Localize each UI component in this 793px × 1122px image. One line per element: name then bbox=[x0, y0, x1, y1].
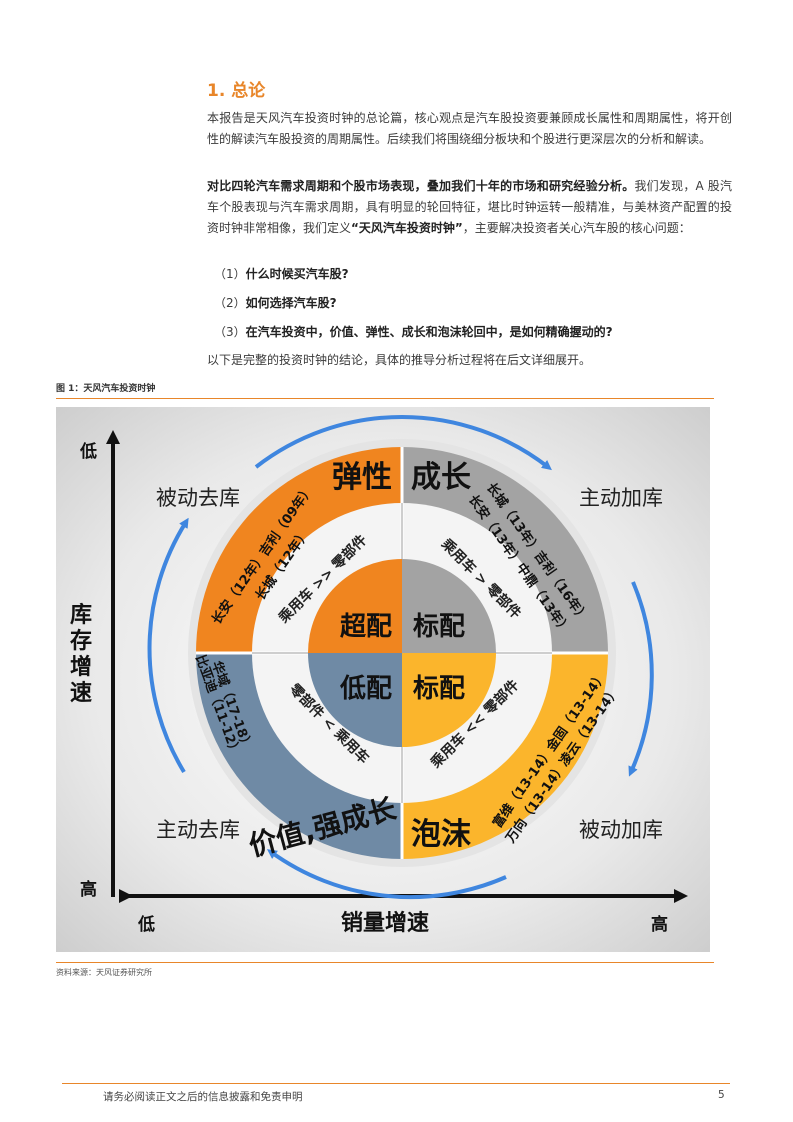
center-standard-top bbox=[402, 559, 496, 653]
center-overweight bbox=[308, 559, 402, 653]
figure-top-rule bbox=[56, 398, 714, 399]
corner-bottom-left: 主动去库 bbox=[156, 818, 240, 842]
corner-bottom-right: 被动加库 bbox=[579, 818, 663, 842]
y-axis-label: 库 存 增 速 bbox=[70, 603, 92, 706]
investment-clock-figure: 低 高 低 高 销量增速 库 存 增 速 被动去库 主动加库 主动去库 被动加库… bbox=[56, 407, 710, 952]
quadrant-title-growth: 成长 bbox=[411, 460, 471, 495]
findings-body-a: 我们发现，A 股汽车个股表现与汽车需求周期，具有明显的轮回特征，堪比时钟运转一般… bbox=[207, 179, 732, 235]
svg-text:库: 库 bbox=[70, 603, 92, 628]
rotation-arrow-top bbox=[254, 415, 552, 471]
findings-paragraph: 对比四轮汽车需求周期和个股市场表现，叠加我们十年的市场和研究经验分析。我们发现，… bbox=[207, 176, 732, 239]
corner-top-right: 主动加库 bbox=[579, 486, 663, 510]
x-axis-label: 销量增速 bbox=[341, 910, 429, 936]
center-tr-label: 标配 bbox=[413, 612, 465, 642]
footer-disclaimer: 请务必阅读正文之后的信息披露和免责申明 bbox=[103, 1091, 303, 1103]
rotation-arrow-left bbox=[147, 517, 189, 774]
question-3: （3）在汽车投资中，价值、弹性、成长和泡沫轮回中，是如何精确握动的? bbox=[214, 325, 613, 339]
x-high-label: 高 bbox=[651, 914, 668, 935]
intro-paragraph: 本报告是天风汽车投资时钟的总论篇，核心观点是汽车股投资要兼顾成长属性和周期属性，… bbox=[207, 111, 732, 146]
center-standard-bottom bbox=[402, 653, 496, 747]
svg-text:增: 增 bbox=[70, 654, 92, 680]
y-low-label: 低 bbox=[79, 441, 97, 462]
center-tl-label: 超配 bbox=[340, 612, 392, 642]
footer-rule bbox=[62, 1083, 730, 1084]
rotation-arrow-bottom bbox=[266, 849, 507, 900]
section-heading: 1. 总论 bbox=[207, 81, 266, 101]
center-bl-label: 低配 bbox=[339, 674, 392, 704]
figure-source: 资料来源：天风证券研究所 bbox=[56, 968, 152, 977]
findings-lead: 对比四轮汽车需求周期和个股市场表现，叠加我们十年的市场和研究经验分析。 bbox=[207, 179, 635, 193]
svg-text:存: 存 bbox=[70, 628, 92, 654]
findings-body-b: ，主要解决投资者关心汽车股的核心问题： bbox=[462, 221, 691, 235]
center-br-label: 标配 bbox=[413, 674, 465, 704]
quadrant-title-bubble: 泡沫 bbox=[411, 817, 471, 852]
corner-top-left: 被动去库 bbox=[156, 486, 240, 510]
conclusion-line: 以下是完整的投资时钟的结论，具体的推导分析过程将在后文详细展开。 bbox=[207, 353, 592, 367]
y-high-label: 高 bbox=[80, 879, 97, 900]
figure-bottom-rule bbox=[56, 962, 714, 963]
figure-title: 图 1：天风汽车投资时钟 bbox=[56, 384, 156, 394]
rotation-arrow-right bbox=[628, 581, 654, 777]
question-1: （1）什么时候买汽车股? bbox=[214, 267, 349, 281]
svg-text:速: 速 bbox=[70, 680, 92, 706]
quadrant-title-elasticity: 弹性 bbox=[332, 460, 392, 495]
clock-term: “天风汽车投资时钟” bbox=[351, 221, 463, 235]
page-number: 5 bbox=[718, 1089, 725, 1101]
center-underweight bbox=[308, 653, 402, 747]
x-low-label: 低 bbox=[137, 914, 155, 935]
question-2: （2）如何选择汽车股? bbox=[214, 296, 337, 310]
